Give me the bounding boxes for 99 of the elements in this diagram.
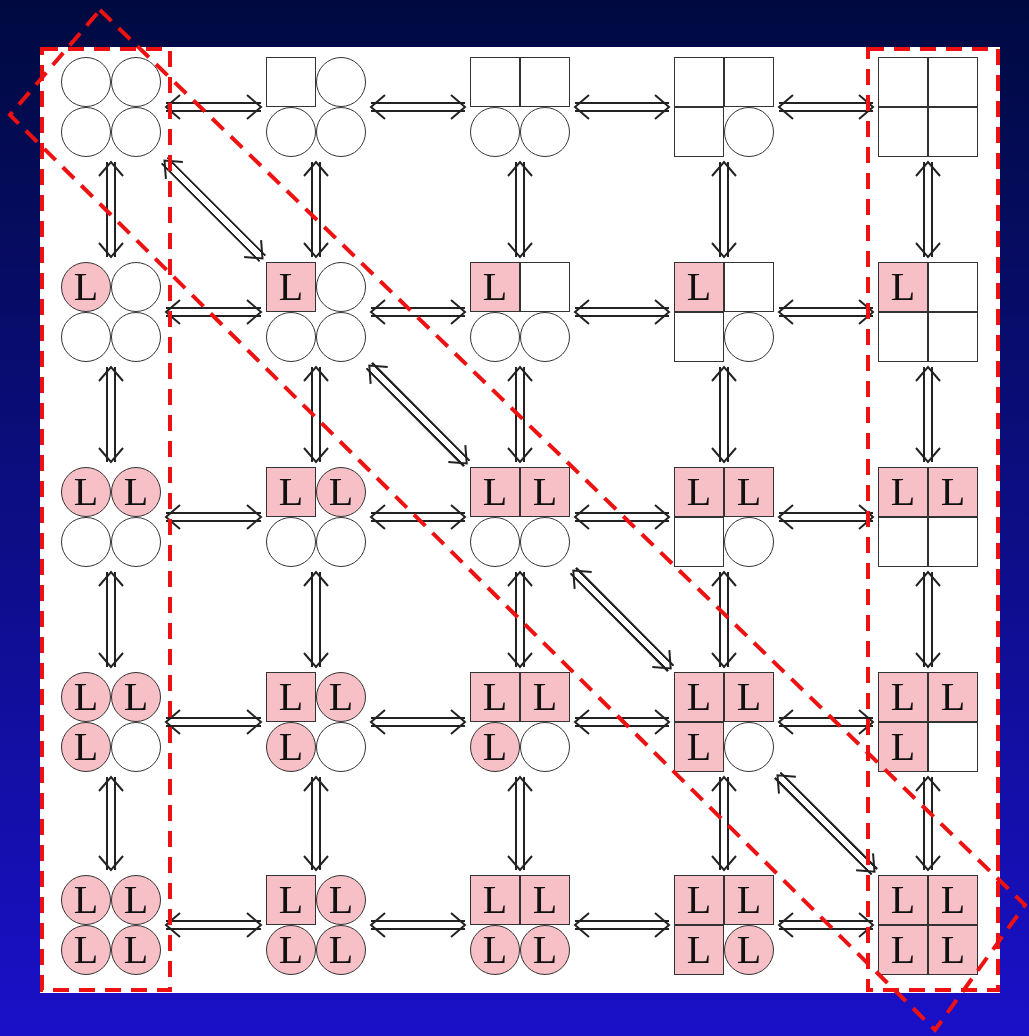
tetramer-state	[266, 262, 366, 362]
equilibrium-arrow	[303, 161, 329, 258]
equilibrium-arrow	[711, 161, 737, 258]
tetramer-state	[470, 875, 570, 975]
equilibrium-arrow	[778, 299, 874, 325]
ligand-bound-square-subunit: L	[470, 467, 520, 517]
ligand-bound-square-subunit: L	[520, 875, 570, 925]
equilibrium-arrow	[574, 912, 670, 938]
equilibrium-arrow	[365, 362, 471, 467]
ligand-bound-square-subunit: L	[878, 262, 928, 312]
equilibrium-arrow	[711, 366, 737, 463]
equilibrium-arrow	[778, 709, 874, 735]
equilibrium-arrow	[98, 161, 124, 258]
tetramer-state	[470, 672, 570, 772]
equilibrium-arrow	[303, 776, 329, 871]
ligand-bound-square-subunit: L	[878, 672, 928, 722]
ligand-bound-square-subunit: L	[928, 875, 978, 925]
ligand-bound-square-subunit: L	[674, 262, 724, 312]
tetramer-state	[878, 467, 978, 567]
equilibrium-arrow	[370, 709, 466, 735]
equilibrium-arrow	[165, 94, 262, 120]
equilibrium-arrow	[165, 504, 262, 530]
tetramer-state	[61, 875, 161, 975]
equilibrium-arrow	[370, 94, 466, 120]
equilibrium-arrow	[778, 94, 874, 120]
ligand-bound-square-subunit: L	[470, 262, 520, 312]
tetramer-state	[674, 57, 774, 157]
equilibrium-arrow	[915, 161, 941, 258]
equilibrium-arrow	[165, 709, 262, 735]
tetramer-state	[674, 262, 774, 362]
equilibrium-arrow	[711, 571, 737, 668]
tetramer-state	[674, 875, 774, 975]
equilibrium-arrow	[98, 571, 124, 668]
equilibrium-arrow	[165, 912, 262, 938]
tetramer-state	[878, 875, 978, 975]
equilibrium-arrow	[303, 571, 329, 668]
ligand-bound-square-subunit: L	[878, 467, 928, 517]
equilibrium-arrow	[915, 571, 941, 668]
tetramer-state	[266, 875, 366, 975]
tetramer-state	[470, 467, 570, 567]
equilibrium-arrow	[711, 776, 737, 871]
equilibrium-arrow	[507, 161, 533, 258]
tetramer-state	[266, 57, 366, 157]
ligand-bound-square-subunit: L	[520, 672, 570, 722]
ligand-bound-square-subunit: L	[928, 925, 978, 975]
ligand-bound-square-subunit: L	[674, 672, 724, 722]
equilibrium-arrow	[160, 156, 267, 263]
ligand-bound-square-subunit: L	[266, 467, 316, 517]
equilibrium-arrow	[507, 776, 533, 871]
equilibrium-arrow	[507, 571, 533, 668]
ligand-bound-square-subunit: L	[724, 467, 774, 517]
equilibrium-arrow	[778, 912, 874, 938]
equilibrium-arrow	[574, 504, 670, 530]
ligand-bound-square-subunit: L	[928, 467, 978, 517]
tetramer-state	[878, 57, 978, 157]
equilibrium-arrow	[574, 709, 670, 735]
ligand-bound-square-subunit: L	[674, 467, 724, 517]
tetramer-state	[878, 262, 978, 362]
equilibrium-arrow	[915, 366, 941, 463]
tetramer-state	[61, 672, 161, 772]
tetramer-state	[61, 262, 161, 362]
equilibrium-arrow	[370, 299, 466, 325]
ligand-bound-square-subunit: L	[520, 467, 570, 517]
ligand-bound-square-subunit: L	[266, 875, 316, 925]
equilibrium-arrow	[370, 504, 466, 530]
equilibrium-arrow	[915, 776, 941, 871]
tetramer-state	[470, 57, 570, 157]
equilibrium-arrow	[574, 299, 670, 325]
tetramer-state	[878, 672, 978, 772]
equilibrium-arrow	[507, 366, 533, 463]
tetramer-state	[266, 467, 366, 567]
tetramer-state	[674, 672, 774, 772]
equilibrium-arrow	[165, 299, 262, 325]
tetramer-state	[470, 262, 570, 362]
equilibrium-arrow	[303, 366, 329, 463]
equilibrium-arrow	[773, 771, 879, 876]
equilibrium-arrow	[98, 366, 124, 463]
equilibrium-arrow	[370, 912, 466, 938]
ligand-bound-square-subunit: L	[928, 672, 978, 722]
ligand-bound-square-subunit: L	[724, 672, 774, 722]
ligand-bound-square-subunit: L	[878, 722, 928, 772]
tetramer-state	[674, 467, 774, 567]
ligand-bound-square-subunit: L	[266, 672, 316, 722]
tetramer-state	[61, 467, 161, 567]
ligand-bound-square-subunit: L	[470, 672, 520, 722]
ligand-bound-square-subunit: L	[674, 875, 724, 925]
ligand-bound-square-subunit: L	[724, 875, 774, 925]
ligand-bound-square-subunit: L	[266, 262, 316, 312]
ligand-bound-square-subunit: L	[878, 925, 928, 975]
tetramer-state	[266, 672, 366, 772]
equilibrium-arrow	[569, 567, 675, 672]
ligand-bound-square-subunit: L	[674, 722, 724, 772]
ligand-bound-square-subunit: L	[470, 875, 520, 925]
ligand-bound-square-subunit: L	[878, 875, 928, 925]
equilibrium-arrow	[778, 504, 874, 530]
ligand-bound-square-subunit: L	[674, 925, 724, 975]
tetramer-state	[61, 57, 161, 157]
equilibrium-arrow	[98, 776, 124, 871]
equilibrium-arrow	[574, 94, 670, 120]
